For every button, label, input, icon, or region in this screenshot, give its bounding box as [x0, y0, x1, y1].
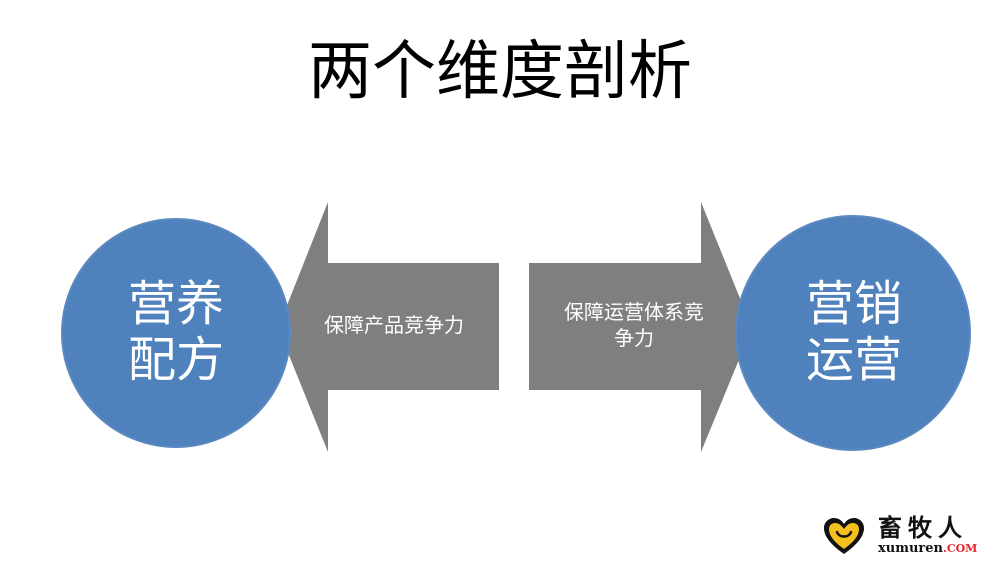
logo-chinese-text: 畜牧人 — [878, 513, 968, 542]
logo-english-text: xumuren.COM — [878, 542, 977, 556]
right-circle — [735, 215, 971, 451]
right-circle-label: 营销 运营 — [805, 276, 902, 388]
right-arrow-label-line2: 争力 — [614, 326, 654, 350]
logo-english-suffix: .COM — [942, 542, 978, 555]
logo-english-main: xumuren — [878, 541, 943, 556]
right-arrow-label-line1: 保障运营体系竞 — [564, 300, 704, 324]
left-arrow-label: 保障产品竞争力 — [296, 312, 492, 338]
logo: 畜牧人 xumuren.COM — [822, 514, 994, 558]
left-circle-label: 营养 配方 — [127, 276, 224, 388]
left-arrow-label-text: 保障产品竞争力 — [324, 313, 464, 337]
logo-heart-icon — [824, 518, 864, 554]
right-arrow — [529, 202, 752, 452]
right-arrow-label: 保障运营体系竞 争力 — [536, 299, 732, 351]
left-circle — [61, 218, 291, 448]
left-arrow — [278, 202, 499, 452]
slide-title: 两个维度剖析 — [308, 35, 692, 109]
